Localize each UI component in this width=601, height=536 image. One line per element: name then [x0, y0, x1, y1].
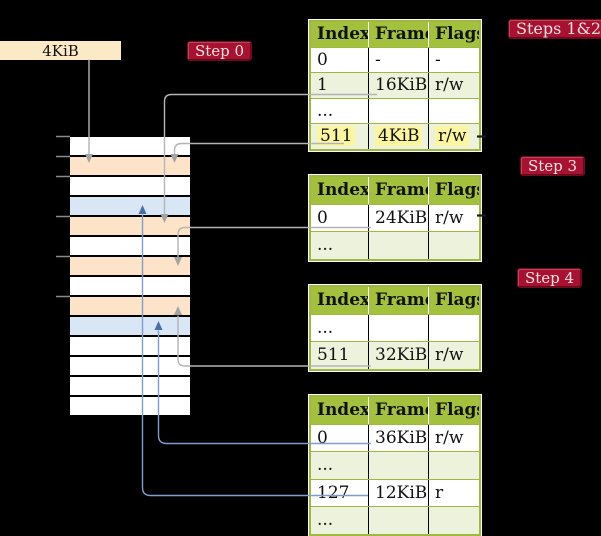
highlighted-value: 511: [317, 126, 356, 147]
table-cell: [368, 507, 428, 534]
table-cell: 32KiB: [368, 342, 428, 369]
table-cell: 4KiB: [368, 124, 428, 149]
table-cell: Index: [317, 400, 368, 421]
table-row: 0 --: [311, 46, 479, 72]
table-cell: -: [368, 47, 428, 72]
badge-step-0: Step 0: [187, 41, 253, 61]
table-cell: r/w: [428, 424, 479, 451]
table-cell: 12KiB: [368, 479, 428, 506]
memory-frame-row-free: [70, 376, 190, 396]
table-cell: 1: [317, 75, 328, 96]
table-row: ...: [311, 97, 479, 123]
table-header-row: IndexFrameFlags: [311, 177, 479, 204]
table-cell: Flags: [428, 177, 479, 204]
table-cell: 0: [317, 49, 328, 70]
table-row: ...: [311, 313, 479, 341]
memory-frame-row-data: [70, 316, 190, 336]
table-cell: [368, 232, 428, 259]
badge-step-3: Step 3: [520, 156, 586, 176]
table-cell: [428, 452, 479, 479]
table-cell: Index: [317, 24, 368, 45]
table-cell: 0: [317, 427, 328, 448]
memory-frame-row-free: [70, 236, 190, 256]
table-cell: Index: [317, 290, 368, 311]
memory-frame-row-free: [70, 176, 190, 196]
table-cell: [428, 314, 479, 341]
table-cell: 0: [317, 207, 328, 228]
table-cell: Frame: [368, 287, 428, 314]
table-cell: [428, 507, 479, 534]
table-cell: [428, 98, 479, 123]
table-cell: 127: [317, 482, 350, 503]
memory-frame-row-data: [70, 196, 190, 216]
table-cell: [368, 452, 428, 479]
memory-frame-row-free: [70, 276, 190, 296]
table-cell: [368, 98, 428, 123]
table-cell: 36KiB: [368, 424, 428, 451]
page-table-level-2: IndexFrameFlags 0 24KiBr/w...: [308, 174, 482, 262]
table-row: ...: [311, 451, 479, 479]
page-table-base-box: 4KiB: [0, 41, 121, 60]
table-cell: 511: [317, 345, 350, 366]
table-cell: Frame: [368, 177, 428, 204]
table-cell: r/w: [428, 73, 479, 98]
memory-frame-row-pagetable: [70, 296, 190, 316]
highlighted-value: 4KiB: [375, 126, 423, 147]
table-cell: ...: [317, 100, 334, 121]
memory-frame-row-pagetable: [70, 156, 190, 176]
badge-step-4: Step 4: [517, 268, 583, 288]
page-table-base-label: 4KiB: [42, 41, 79, 60]
memory-frame-row-pagetable: [70, 216, 190, 236]
table-cell: r/w: [428, 204, 479, 231]
table-cell: Frame: [368, 22, 428, 47]
table-cell: [368, 314, 428, 341]
table-cell: Frame: [368, 397, 428, 424]
table-header-row: IndexFrameFlags: [311, 397, 479, 424]
table-cell: [428, 232, 479, 259]
table-cell: r: [428, 479, 479, 506]
table-row: ...: [311, 506, 479, 534]
memory-frame-row-free: [70, 137, 190, 156]
table-cell: Flags: [428, 287, 479, 314]
memory-frame-row-free: [70, 396, 190, 416]
table-cell: -: [428, 47, 479, 72]
table-cell: r/w: [428, 342, 479, 369]
table-cell: ...: [317, 510, 334, 531]
table-row: ...: [311, 231, 479, 259]
memory-frame-row-pagetable: [70, 256, 190, 276]
table-cell: ...: [317, 235, 334, 256]
table-cell: 24KiB: [368, 204, 428, 231]
memory-frame-row-free: [70, 336, 190, 356]
table-row: 511 4KiB r/w: [311, 123, 479, 149]
physical-memory-stack: [68, 135, 192, 417]
table-cell: 16KiB: [368, 73, 428, 98]
memory-frame-row-free: [70, 356, 190, 376]
table-cell: Flags: [428, 397, 479, 424]
table-cell: Index: [317, 180, 368, 201]
table-header-row: IndexFrameFlags: [311, 287, 479, 314]
table-cell: Flags: [428, 22, 479, 47]
table-cell: 511: [311, 124, 368, 149]
table-cell: ...: [317, 317, 334, 338]
highlighted-value: r/w: [435, 126, 470, 147]
badge-steps-1-2: Steps 1&2: [508, 19, 601, 39]
table-cell: ...: [317, 455, 334, 476]
table-header-row: IndexFrameFlags: [311, 22, 479, 47]
table-cell: r/w: [428, 124, 479, 149]
